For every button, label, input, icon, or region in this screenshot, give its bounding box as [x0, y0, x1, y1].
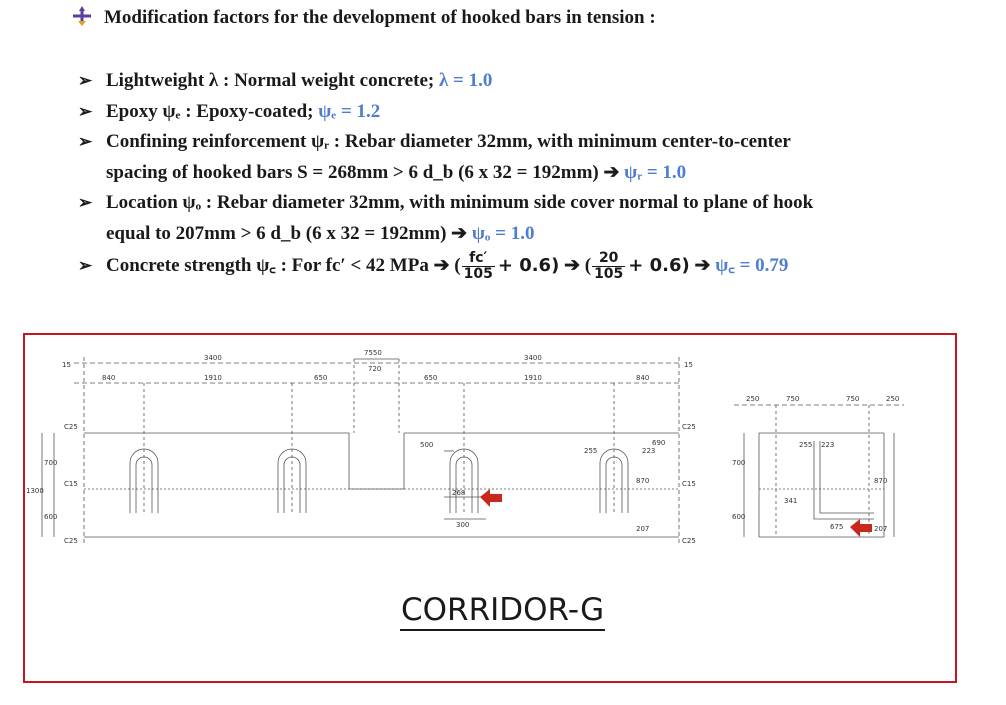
dim-label: 675 — [830, 523, 843, 531]
dim-label: 250 — [746, 395, 759, 403]
drawing-title: CORRIDOR-G — [400, 592, 606, 631]
dim-label: 840 — [636, 374, 649, 382]
dim-label: 690 — [652, 439, 665, 447]
factor-value: ψₒ = 1.0 — [471, 222, 535, 244]
dim-label: 1910 — [524, 374, 542, 382]
dim-label: 600 — [44, 513, 57, 521]
dim-label: 870 — [874, 477, 887, 485]
dim-label: 650 — [424, 374, 437, 382]
dim-label: 207 — [874, 525, 887, 533]
drawing-frame — [23, 333, 957, 683]
dim-label: 750 — [846, 395, 859, 403]
dim-label: 870 — [636, 477, 649, 485]
dim-label: 600 — [732, 513, 745, 521]
dim-label: 1910 — [204, 374, 222, 382]
dim-label: 15 — [684, 361, 693, 369]
dim-label: 341 — [784, 497, 797, 505]
dim-label: 700 — [732, 459, 745, 467]
corridor-g-drawing: 7550 720 3400 3400 1910 1910 840 840 650… — [26, 349, 904, 545]
dim-label: 250 — [886, 395, 899, 403]
dim-label: 1300 — [26, 487, 44, 495]
dim-label: C25 — [64, 537, 78, 545]
dim-label: 268 — [452, 489, 465, 497]
dim-label: C25 — [682, 423, 696, 431]
dim-label: C25 — [64, 423, 78, 431]
arrowhead-bullet-icon: ➢ — [78, 256, 93, 275]
section-heading: Modification factors for the development… — [72, 6, 656, 32]
dim-label: 700 — [44, 459, 57, 467]
list-item-confining: ➢ Confining reinforcement ψᵣ : Rebar dia… — [78, 127, 970, 188]
arrowhead-bullet-icon: ➢ — [78, 101, 93, 121]
dim-label: 223 — [642, 447, 655, 455]
dim-label: C15 — [64, 480, 78, 488]
dim-label: 300 — [456, 521, 469, 529]
dim-label: 720 — [368, 365, 381, 373]
red-arrow-marker — [850, 519, 872, 537]
dim-label: 650 — [314, 374, 327, 382]
dim-label: 223 — [821, 441, 834, 449]
list-item-lightweight: ➢ Lightweight λ : Normal weight concrete… — [78, 66, 970, 97]
dim-label: 255 — [584, 447, 597, 455]
factor-value: ψᵣ = 1.0 — [624, 161, 687, 183]
dim-label: C15 — [682, 480, 696, 488]
heading-text: Modification factors for the development… — [104, 7, 656, 29]
dim-label: C25 — [682, 537, 696, 545]
factor-value: ψₑ = 1.2 — [318, 100, 381, 122]
dim-label: 500 — [420, 441, 433, 449]
plus-arrow-icon — [72, 6, 94, 32]
red-arrow-marker — [480, 489, 502, 507]
factor-value: λ = 1.0 — [438, 70, 493, 91]
fraction-fc-105: fc′105 — [461, 250, 495, 283]
factor-list: ➢ Lightweight λ : Normal weight concrete… — [78, 66, 970, 282]
dim-label: 7550 — [364, 349, 382, 357]
list-item-concrete-strength: ➢ Concrete strength ψ꜀ : For fc′ < 42 MP… — [78, 250, 789, 283]
dim-label: 840 — [102, 374, 115, 382]
arrowhead-bullet-icon: ➢ — [78, 132, 93, 151]
dim-label: 3400 — [204, 354, 222, 362]
arrowhead-bullet-icon: ➢ — [78, 71, 93, 90]
list-item-epoxy: ➢ Epoxy ψₑ : Epoxy-coated; ψₑ = 1.2 — [78, 97, 970, 128]
factor-value: ψ꜀ = 0.79 — [715, 255, 789, 276]
dim-label: 3400 — [524, 354, 542, 362]
dim-label: 15 — [62, 361, 71, 369]
arrowhead-bullet-icon: ➢ — [78, 193, 93, 212]
dim-label: 255 — [799, 441, 812, 449]
dim-label: 750 — [786, 395, 799, 403]
dim-label: 207 — [636, 525, 649, 533]
list-item-location: ➢ Location ψₒ : Rebar diameter 32mm, wit… — [78, 188, 970, 249]
